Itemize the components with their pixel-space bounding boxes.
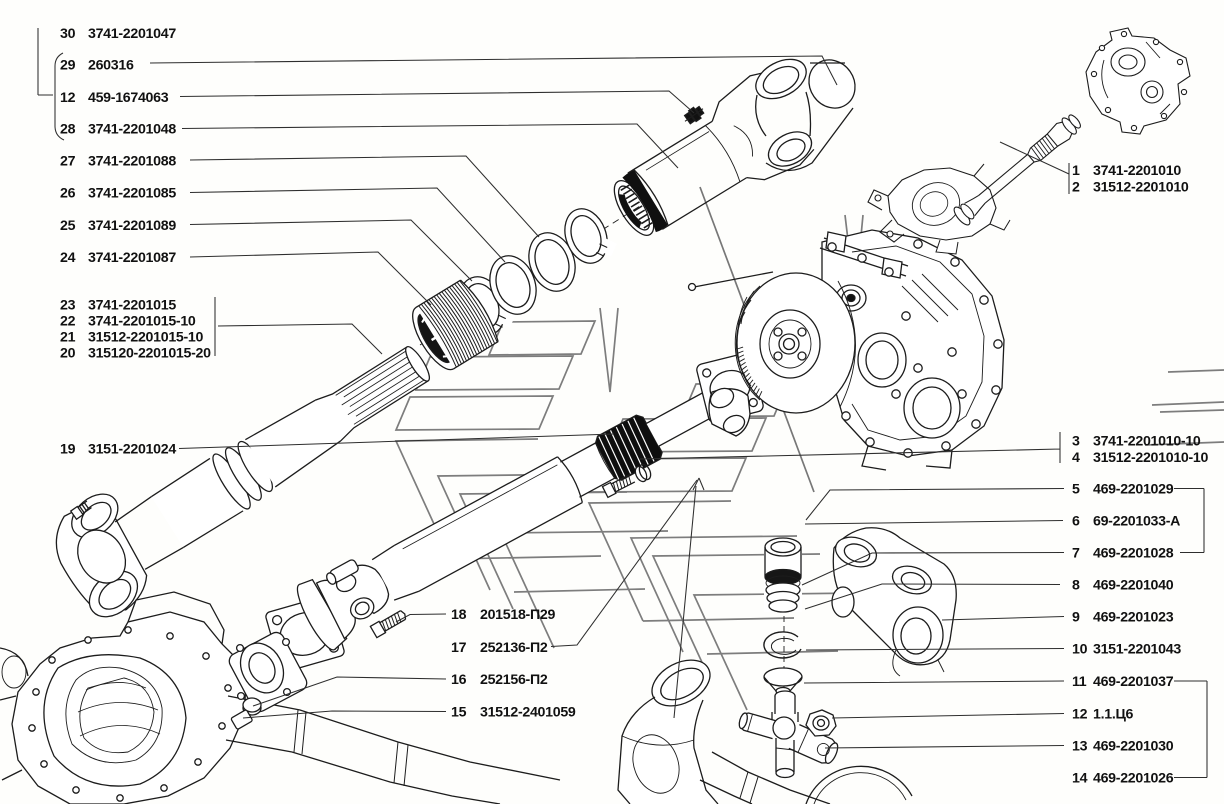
svg-text:3741-2201010-10: 3741-2201010-10 [1093,434,1201,450]
svg-text:3741-2201089: 3741-2201089 [88,218,176,234]
svg-text:69-2201033-А: 69-2201033-А [1093,514,1180,530]
svg-text:12: 12 [1072,707,1088,723]
svg-text:3741-2201010: 3741-2201010 [1093,163,1181,179]
svg-text:1.1.Ц6: 1.1.Ц6 [1093,707,1134,723]
svg-text:31512-2201015-10: 31512-2201015-10 [88,330,204,346]
svg-text:12: 12 [60,90,76,106]
svg-text:30: 30 [60,26,76,42]
svg-text:3741-2201048: 3741-2201048 [88,122,176,138]
svg-text:3151-2201024: 3151-2201024 [88,442,176,458]
svg-text:469-2201040: 469-2201040 [1093,578,1174,594]
svg-text:3741-2201015-10: 3741-2201015-10 [88,314,196,330]
svg-text:2: 2 [1072,180,1080,196]
svg-text:5: 5 [1072,482,1080,498]
svg-text:21: 21 [60,330,76,346]
svg-text:8: 8 [1072,578,1080,594]
svg-text:1: 1 [1072,163,1080,179]
svg-text:27: 27 [60,154,76,170]
svg-text:469-2201026: 469-2201026 [1093,771,1174,787]
svg-text:26: 26 [60,186,76,202]
svg-text:31512-2201010-10: 31512-2201010-10 [1093,450,1209,466]
svg-text:25: 25 [60,218,76,234]
svg-text:10: 10 [1072,642,1088,658]
svg-text:252156-П2: 252156-П2 [480,672,548,688]
svg-text:29: 29 [60,58,76,74]
svg-text:24: 24 [60,250,76,266]
svg-text:20: 20 [60,346,76,362]
svg-text:201518-П29: 201518-П29 [480,607,555,623]
svg-text:3741-2201088: 3741-2201088 [88,154,176,170]
svg-text:9: 9 [1072,610,1080,626]
svg-text:31512-2401059: 31512-2401059 [480,705,576,721]
svg-text:13: 13 [1072,739,1088,755]
svg-text:28: 28 [60,122,76,138]
svg-text:17: 17 [451,640,467,656]
svg-text:19: 19 [60,442,76,458]
svg-text:3741-2201047: 3741-2201047 [88,26,176,42]
svg-text:469-2201029: 469-2201029 [1093,482,1174,498]
svg-text:14: 14 [1072,771,1088,787]
svg-text:3741-2201015: 3741-2201015 [88,298,176,314]
svg-text:18: 18 [451,607,467,623]
svg-text:469-2201023: 469-2201023 [1093,610,1174,626]
svg-text:6: 6 [1072,514,1080,530]
svg-text:22: 22 [60,314,76,330]
svg-text:3: 3 [1072,434,1080,450]
svg-text:3741-2201087: 3741-2201087 [88,250,176,266]
svg-text:260316: 260316 [88,58,134,74]
svg-text:7: 7 [1072,546,1080,562]
svg-text:469-2201030: 469-2201030 [1093,739,1174,755]
svg-text:469-2201037: 469-2201037 [1093,674,1174,690]
svg-text:4: 4 [1072,450,1080,466]
svg-text:31512-2201010: 31512-2201010 [1093,180,1189,196]
svg-text:469-2201028: 469-2201028 [1093,546,1174,562]
svg-text:252136-П2: 252136-П2 [480,640,548,656]
svg-text:3741-2201085: 3741-2201085 [88,186,176,202]
svg-text:15: 15 [451,705,467,721]
svg-text:315120-2201015-20: 315120-2201015-20 [88,346,211,362]
svg-text:3151-2201043: 3151-2201043 [1093,642,1181,658]
svg-text:23: 23 [60,298,76,314]
svg-text:11: 11 [1072,674,1087,690]
svg-text:459-1674063: 459-1674063 [88,90,169,106]
svg-text:16: 16 [451,672,467,688]
